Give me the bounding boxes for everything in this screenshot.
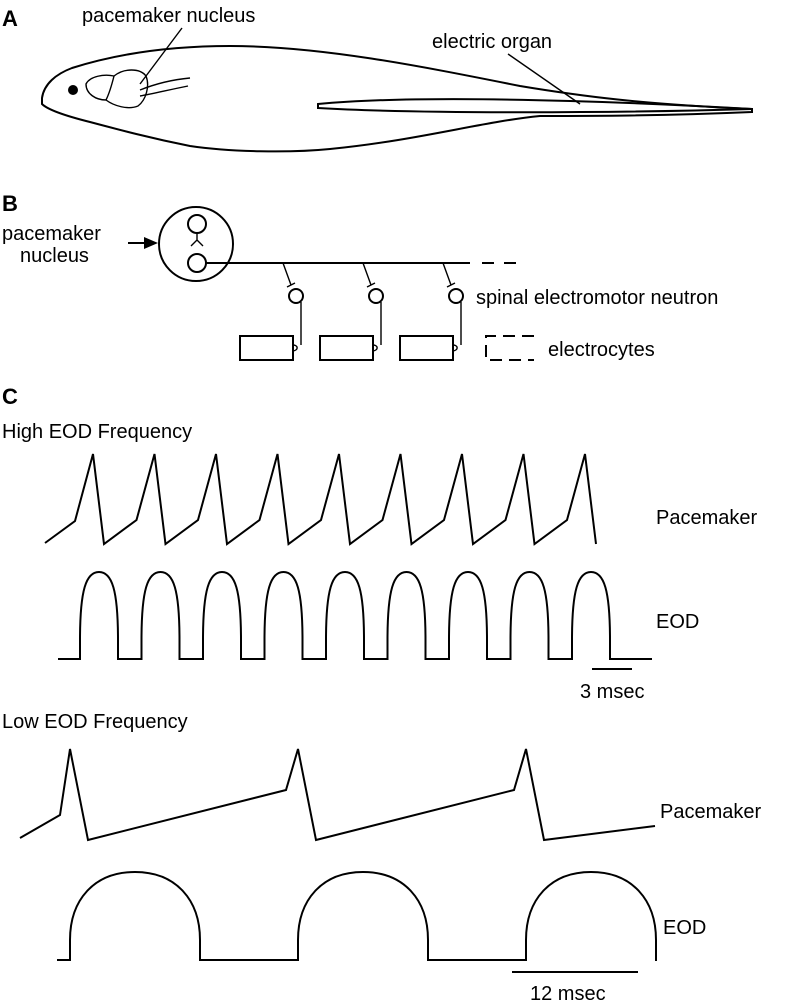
spinal-neuron-unit	[239, 262, 304, 361]
leader-pacemaker-nucleus	[139, 27, 183, 85]
panel-a-label: A	[2, 6, 18, 31]
high-eod-trace	[58, 570, 652, 660]
label-electrocytes: electrocytes	[548, 339, 655, 361]
label-low-scale: 12 msec	[530, 983, 606, 1002]
fish-eye	[68, 85, 78, 95]
label-high-scale: 3 msec	[580, 681, 644, 703]
fish-brain	[85, 69, 149, 109]
ventral-fin	[317, 98, 753, 114]
spinal-neuron-unit	[399, 262, 464, 361]
label-low-pacemaker: Pacemaker	[660, 801, 761, 823]
high-pacemaker-trace	[44, 453, 597, 546]
electrocyte-dashed	[485, 335, 534, 361]
fish-body	[41, 44, 753, 153]
panel-c-label: C	[2, 384, 18, 409]
low-eod-trace	[57, 870, 657, 961]
label-high-pacemaker: Pacemaker	[656, 507, 757, 529]
label-pacemaker-nucleus-a: pacemaker nucleus	[82, 5, 255, 27]
label-pacemaker-b-line2: nucleus	[20, 245, 89, 267]
label-pacemaker-b-line1: pacemaker	[2, 223, 101, 245]
pacemaker-arrow	[128, 237, 158, 249]
panel-b-label: B	[2, 191, 18, 216]
title-low-frequency: Low EOD Frequency	[2, 711, 188, 733]
label-low-eod: EOD	[663, 917, 706, 939]
label-electric-organ: electric organ	[432, 31, 552, 53]
fish-drawing	[41, 44, 753, 153]
low-pacemaker-trace	[19, 748, 656, 842]
title-high-frequency: High EOD Frequency	[2, 421, 192, 443]
label-spinal-neuron: spinal electromotor neutron	[476, 287, 718, 309]
pacemaker-nucleus-circle	[158, 206, 234, 282]
label-high-eod: EOD	[656, 611, 699, 633]
spinal-neuron-unit	[319, 262, 384, 361]
leader-electric-organ	[507, 53, 581, 105]
